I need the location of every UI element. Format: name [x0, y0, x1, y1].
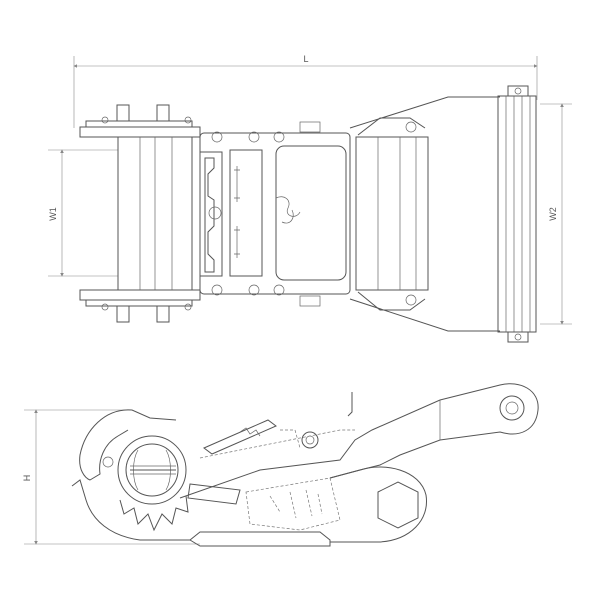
side-view: H	[22, 383, 539, 547]
side-handle	[179, 383, 539, 543]
dimension-width-1: W1	[48, 149, 118, 277]
dimension-width-2: W2	[540, 103, 572, 325]
handle-arm	[349, 96, 500, 332]
center-lever	[199, 121, 351, 307]
dimension-label-height: H	[22, 475, 32, 482]
side-spool	[71, 409, 331, 547]
top-view: L W1 W2	[48, 54, 572, 343]
side-pawl	[187, 419, 355, 531]
dimension-label-length: L	[303, 54, 308, 64]
left-frame	[79, 104, 201, 323]
dimension-label-width-2: W2	[548, 207, 558, 221]
right-end-bar	[497, 85, 537, 343]
dimension-length: L	[73, 54, 538, 128]
dimension-label-width-1: W1	[48, 207, 58, 221]
dimension-height: H	[22, 409, 200, 545]
